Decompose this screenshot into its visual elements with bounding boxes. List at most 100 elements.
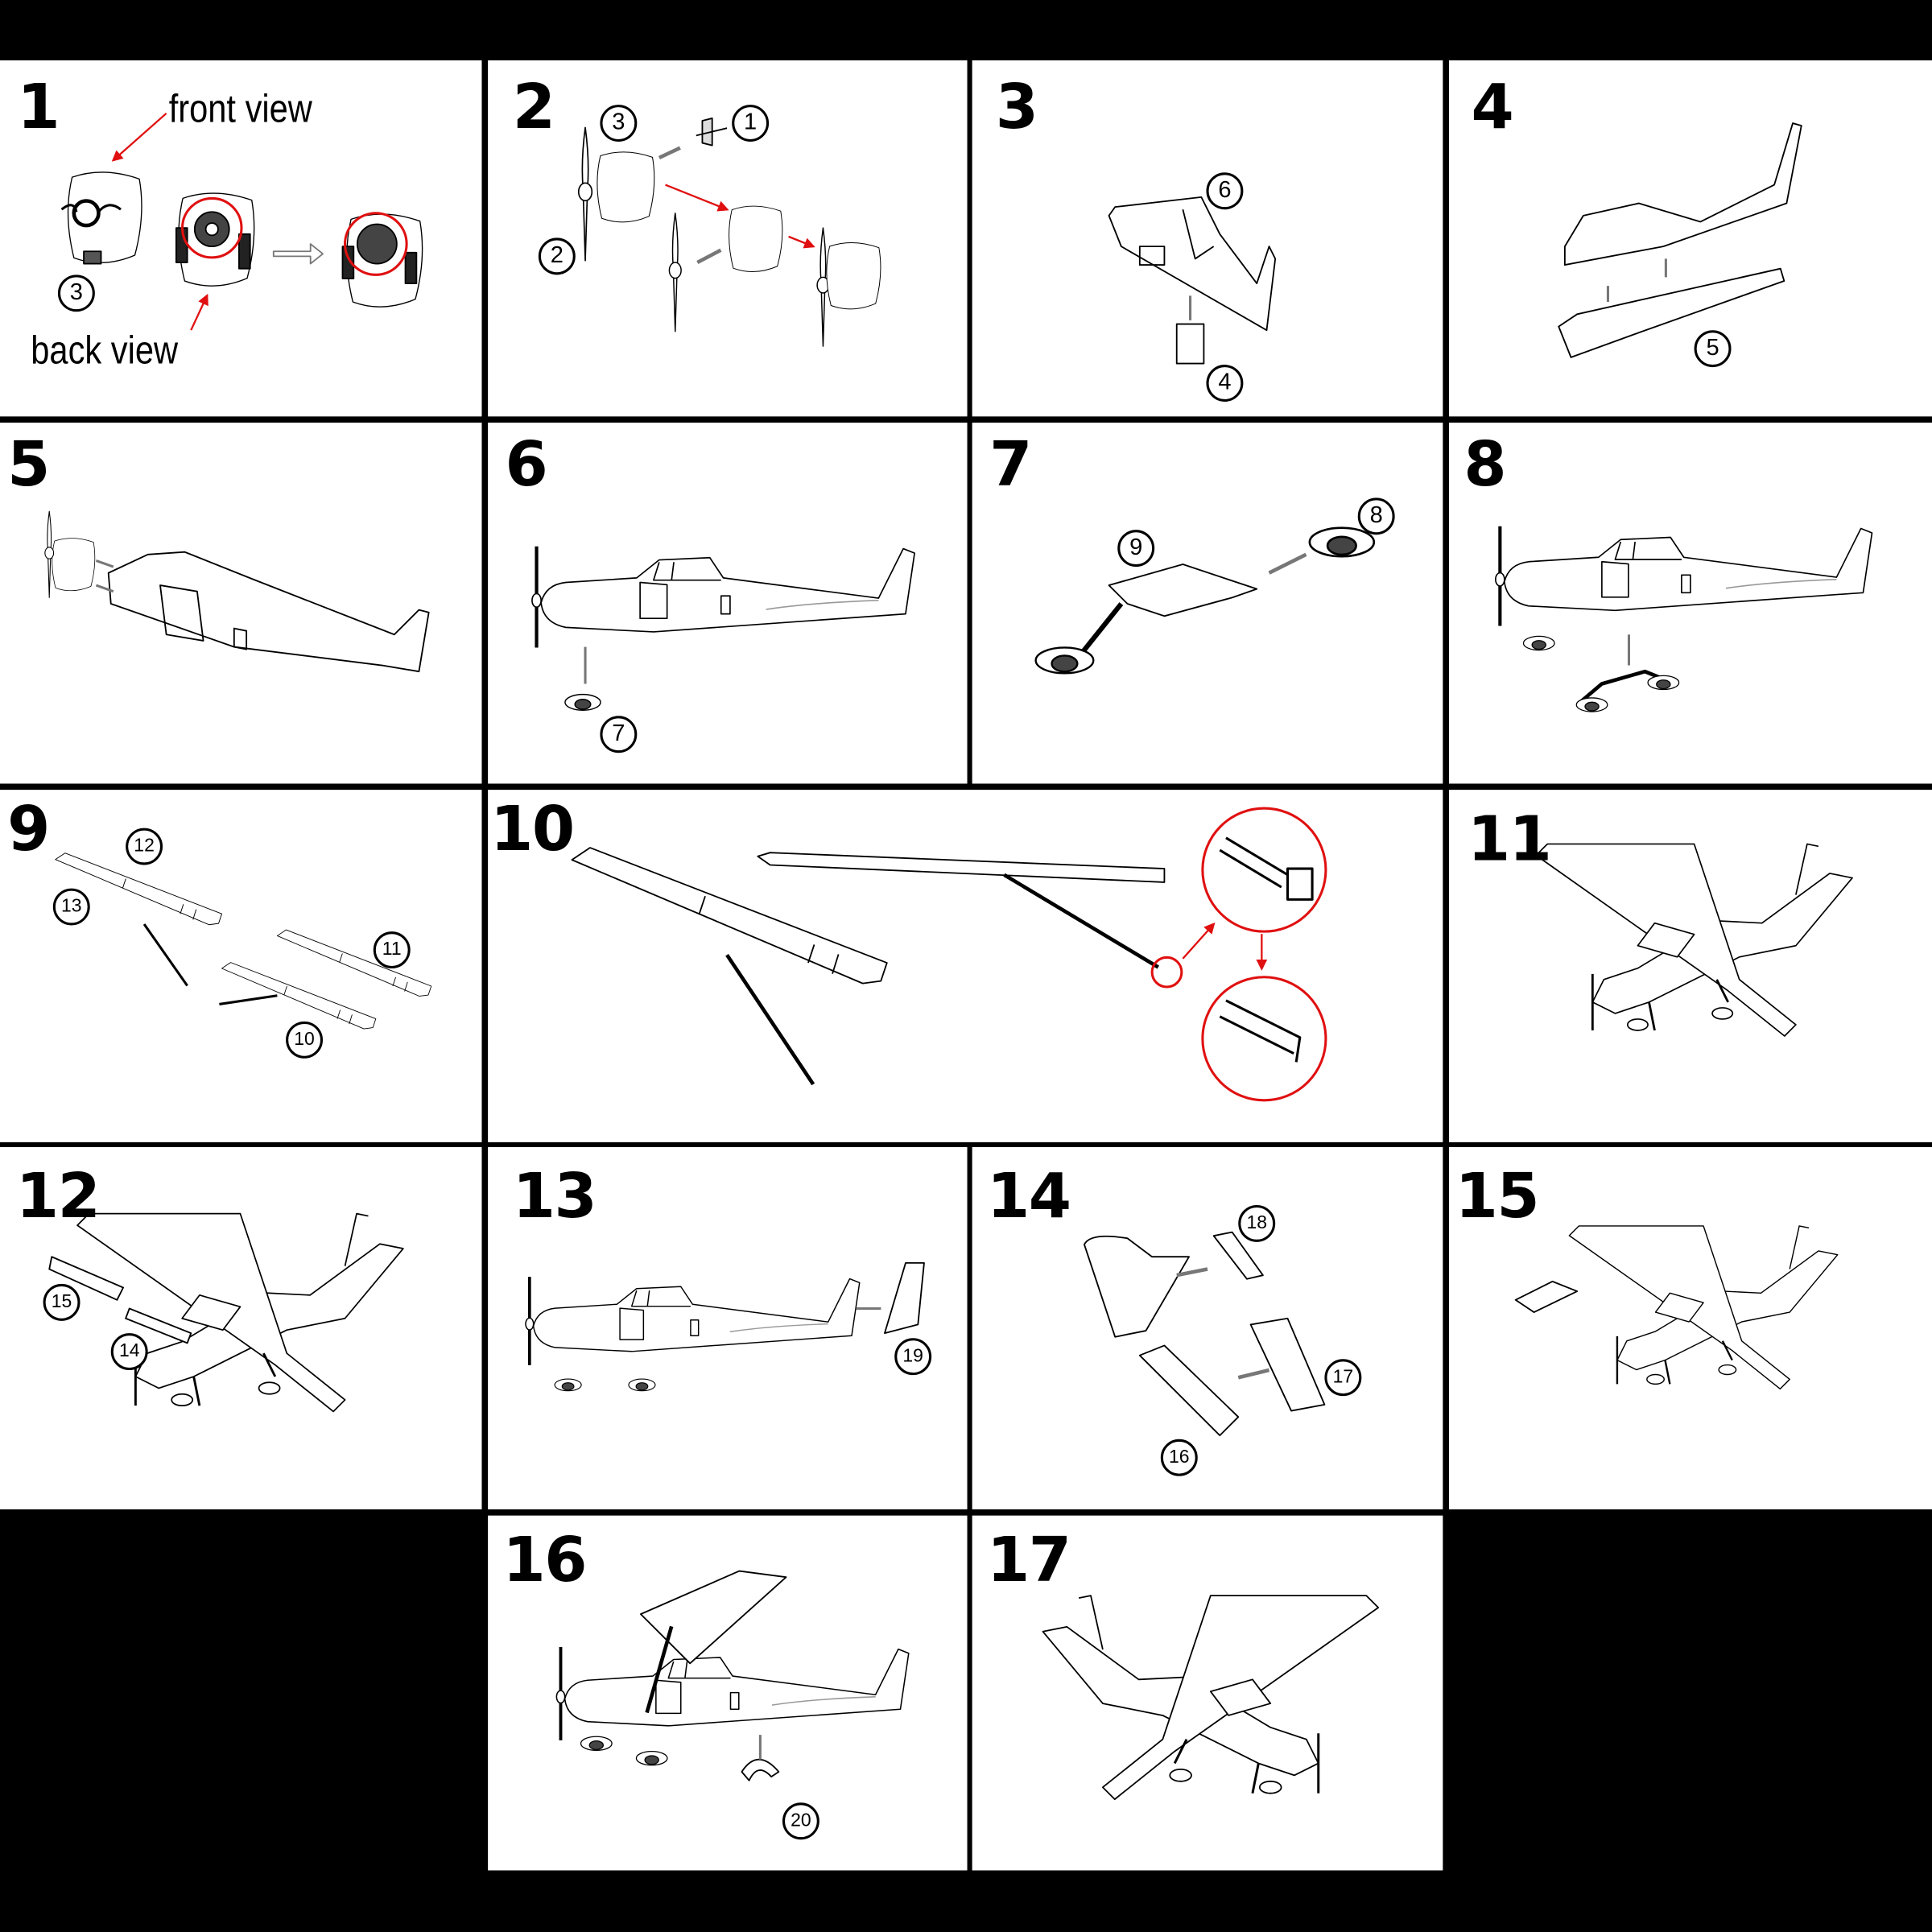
cowl xyxy=(597,151,655,223)
step-number: 1 xyxy=(17,71,60,143)
part-9-gear-mount xyxy=(1108,564,1258,617)
wheel xyxy=(628,1378,656,1392)
step-number: 17 xyxy=(987,1524,1071,1596)
cowl xyxy=(826,242,881,310)
step-number: 16 xyxy=(502,1524,587,1596)
cowl xyxy=(729,205,783,273)
part-7-nose-wheel xyxy=(564,693,601,712)
part-4-battery xyxy=(1175,323,1205,365)
step-4-drawing xyxy=(1558,122,1802,358)
part-callout: 12 xyxy=(126,828,163,865)
back-view-pointer xyxy=(190,293,208,331)
part-callout: 1 xyxy=(732,105,770,142)
step-3-drawing xyxy=(1108,196,1277,365)
nose-wheel xyxy=(1522,635,1555,651)
step-14-drawing xyxy=(1084,1231,1326,1437)
propeller xyxy=(668,212,682,332)
panel-step-9 xyxy=(0,790,482,1142)
step-number: 14 xyxy=(987,1160,1071,1232)
cowl-front-opening xyxy=(72,199,101,228)
part-callout: 16 xyxy=(1160,1439,1198,1476)
step-number: 12 xyxy=(15,1160,101,1232)
step-number: 9 xyxy=(7,793,50,865)
step-number: 3 xyxy=(995,71,1038,143)
part-15-aileron xyxy=(48,1256,124,1301)
propeller xyxy=(577,126,593,262)
part-11-wing xyxy=(276,929,432,997)
wing xyxy=(639,1570,787,1665)
airplane-perspective-finished xyxy=(1041,1594,1380,1801)
highlight-circle xyxy=(1150,956,1183,989)
fuselage xyxy=(107,551,430,673)
part-callout: 6 xyxy=(1206,172,1244,210)
part-callout: 8 xyxy=(1357,497,1395,535)
wheel xyxy=(580,1736,613,1752)
airplane-side-view xyxy=(532,547,914,648)
wheel xyxy=(554,1378,582,1392)
highlight-circle xyxy=(180,196,243,259)
step-number: 10 xyxy=(490,793,575,865)
part-callout: 9 xyxy=(1117,530,1155,568)
step-number: 11 xyxy=(1467,803,1552,875)
part-callout: 4 xyxy=(1206,365,1244,402)
airplane-side-view xyxy=(556,1647,908,1740)
step-number: 6 xyxy=(505,428,548,501)
cowl xyxy=(52,538,96,592)
airplane-perspective xyxy=(1534,842,1854,1038)
wing-strut xyxy=(725,953,815,1086)
part-16-stabilizer xyxy=(1138,1344,1240,1437)
part-8-wheel-fairing xyxy=(1308,526,1376,559)
step-2-drawing xyxy=(577,118,881,347)
airplane-side-view xyxy=(1496,526,1872,626)
part-20-clip xyxy=(741,1758,780,1781)
step-number: 2 xyxy=(512,71,555,143)
tail-part xyxy=(1514,1280,1579,1314)
part-callout: 7 xyxy=(600,716,638,753)
wheel xyxy=(1034,646,1095,675)
step-5-drawing xyxy=(44,510,430,673)
part-callout: 18 xyxy=(1238,1204,1276,1242)
part-19-rudder xyxy=(884,1261,925,1335)
wheel xyxy=(635,1750,668,1766)
propeller xyxy=(44,510,55,598)
panel-step-2 xyxy=(488,60,968,417)
part-callout: 15 xyxy=(43,1283,80,1321)
spinner-bolt xyxy=(696,118,728,147)
step-number: 15 xyxy=(1455,1160,1540,1232)
part-callout: 11 xyxy=(373,931,411,969)
step-number: 13 xyxy=(512,1160,597,1232)
front-view-pointer xyxy=(111,112,167,162)
airplane-side-view xyxy=(526,1277,860,1365)
part-callout: 3 xyxy=(600,105,638,142)
wing-right xyxy=(757,852,1166,883)
horizontal-stabilizer xyxy=(1084,1235,1190,1338)
part-callout: 19 xyxy=(894,1338,932,1376)
back-view-label: back view xyxy=(31,328,179,373)
wing-strut xyxy=(1003,873,1159,969)
main-wheel xyxy=(1575,697,1608,712)
front-view-label: front view xyxy=(168,86,312,131)
panel-step-4 xyxy=(1448,60,1932,417)
part-10-wing xyxy=(221,962,377,1030)
part-callout: 13 xyxy=(52,888,90,926)
panel-step-14 xyxy=(972,1146,1443,1509)
part-5-fuselage-bottom xyxy=(1558,267,1785,358)
main-wheel xyxy=(1647,675,1680,691)
fuselage-half xyxy=(1108,196,1277,332)
part-callout: 20 xyxy=(782,1802,819,1840)
airplane-perspective xyxy=(1568,1224,1839,1390)
part-17-stabilizer xyxy=(1249,1317,1326,1412)
part-callout: 17 xyxy=(1324,1359,1362,1397)
part-callout: 10 xyxy=(286,1021,324,1059)
arrow-icon xyxy=(272,243,324,265)
step-number: 5 xyxy=(7,428,50,501)
step-number: 8 xyxy=(1463,428,1506,501)
part-18-elevator xyxy=(1212,1231,1264,1280)
part-14-flap xyxy=(125,1307,192,1344)
step-number: 4 xyxy=(1471,71,1514,143)
airplane-perspective xyxy=(76,1212,405,1413)
step-1-drawing xyxy=(60,112,423,331)
step-number: 7 xyxy=(989,428,1032,501)
